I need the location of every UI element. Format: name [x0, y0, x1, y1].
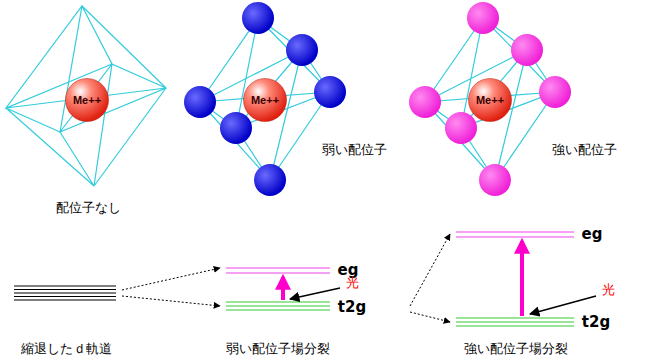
orbital-label: eg [582, 225, 603, 243]
ion-label: Me++ [73, 94, 101, 106]
weak-split-levels [226, 268, 330, 310]
light-arrows [290, 288, 596, 314]
metal-ion: Me++ [468, 78, 512, 122]
caption-label: 強い配位子場分裂 [464, 340, 568, 358]
degenerate-levels [14, 286, 116, 300]
caption-label: 弱い配位子場分裂 [226, 340, 330, 358]
weak-ligand-balls [184, 2, 346, 196]
split-arrows [122, 234, 450, 322]
ion-label: Me++ [476, 94, 504, 106]
octahedron [425, 18, 555, 180]
metal-ion: Me++ [65, 78, 109, 122]
metal-ion: Me++ [243, 78, 287, 122]
excitation-arrows [283, 241, 522, 316]
light-label: 光 [346, 274, 359, 292]
orbital-label: t2g [582, 313, 610, 331]
caption-label: 弱い配位子 [322, 141, 387, 159]
octahedron [6, 6, 166, 186]
caption-label: 配位子なし [56, 199, 121, 217]
octahedron [200, 18, 330, 180]
light-label: 光 [602, 281, 615, 299]
caption-label: 縮退したｄ軌道 [21, 340, 112, 358]
caption-label: 強い配位子 [552, 141, 617, 159]
strong-split-levels [456, 232, 574, 326]
orbital-label: t2g [338, 298, 366, 316]
ion-label: Me++ [251, 94, 279, 106]
strong-ligand-balls [409, 2, 571, 196]
